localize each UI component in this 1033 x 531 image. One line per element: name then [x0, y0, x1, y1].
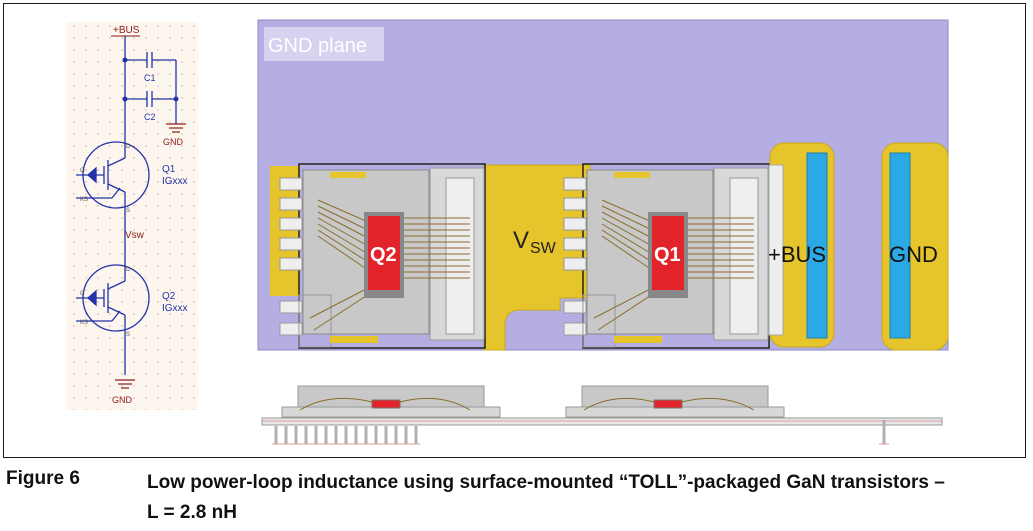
pcb-layout: GND plane V SW — [257, 19, 949, 351]
vsw-subscript: SW — [530, 240, 557, 257]
q2-pin-ks: KS — [80, 320, 88, 326]
q2-part: IGxxx — [162, 303, 188, 314]
gnd-bottom-label: GND — [112, 395, 133, 405]
q2-die-label: Q2 — [370, 244, 397, 266]
junction-dot — [173, 96, 179, 102]
figure-caption-line-1: Low power-loop inductance using surface-… — [147, 472, 945, 493]
q1-part: IGxxx — [162, 176, 188, 187]
q1-die-label: Q1 — [654, 244, 681, 266]
q2-symbol: D G KS S — [76, 262, 150, 375]
gnd-top-label: GND — [163, 137, 184, 147]
figure-caption-line-2: L = 2.8 nH — [147, 502, 237, 523]
vsw-net-label: Vsw — [125, 230, 145, 241]
gnd-capacitor-pad — [889, 152, 911, 339]
schematic-grid — [66, 22, 198, 410]
vsw-label: V — [513, 227, 529, 254]
q1-pin-g: G — [80, 168, 85, 174]
q1-pin-s: S — [126, 208, 130, 214]
q1-symbol: D G KS S — [76, 140, 150, 214]
gnd-label: GND — [889, 242, 938, 267]
figure-label: Figure 6 — [6, 468, 80, 489]
q1-pin-d: D — [126, 144, 131, 150]
pcb-side-view — [261, 385, 943, 445]
bus-net-label: +BUS — [113, 25, 140, 36]
q1-pin-ks: KS — [80, 197, 88, 203]
q2-package — [279, 163, 486, 349]
q1-package — [563, 163, 770, 349]
q1-name: Q1 — [162, 164, 176, 175]
bus-capacitor-pad — [806, 152, 828, 339]
ground-symbol-top — [166, 123, 186, 133]
bus-label: +BUS — [768, 242, 826, 267]
c1-label: C1 — [144, 73, 156, 83]
ground-symbol-bottom — [115, 379, 135, 389]
junction-dot — [122, 57, 128, 63]
q2-pin-s: S — [126, 332, 130, 338]
schematic: +BUS C1 C2 GND — [66, 22, 198, 410]
q2-pin-g: G — [80, 291, 85, 297]
q2-pin-d: D — [126, 267, 131, 273]
c2-label: C2 — [144, 112, 156, 122]
q2-name: Q2 — [162, 291, 176, 302]
figure-caption: Low power-loop inductance using surface-… — [147, 468, 1017, 528]
gnd-plane-label-box — [264, 27, 384, 61]
capacitor-network — [124, 36, 177, 140]
bus-terminal — [768, 164, 784, 336]
vsw-copper — [483, 164, 591, 351]
junction-dot — [122, 96, 128, 102]
gnd-plane-label: GND plane — [268, 35, 367, 57]
